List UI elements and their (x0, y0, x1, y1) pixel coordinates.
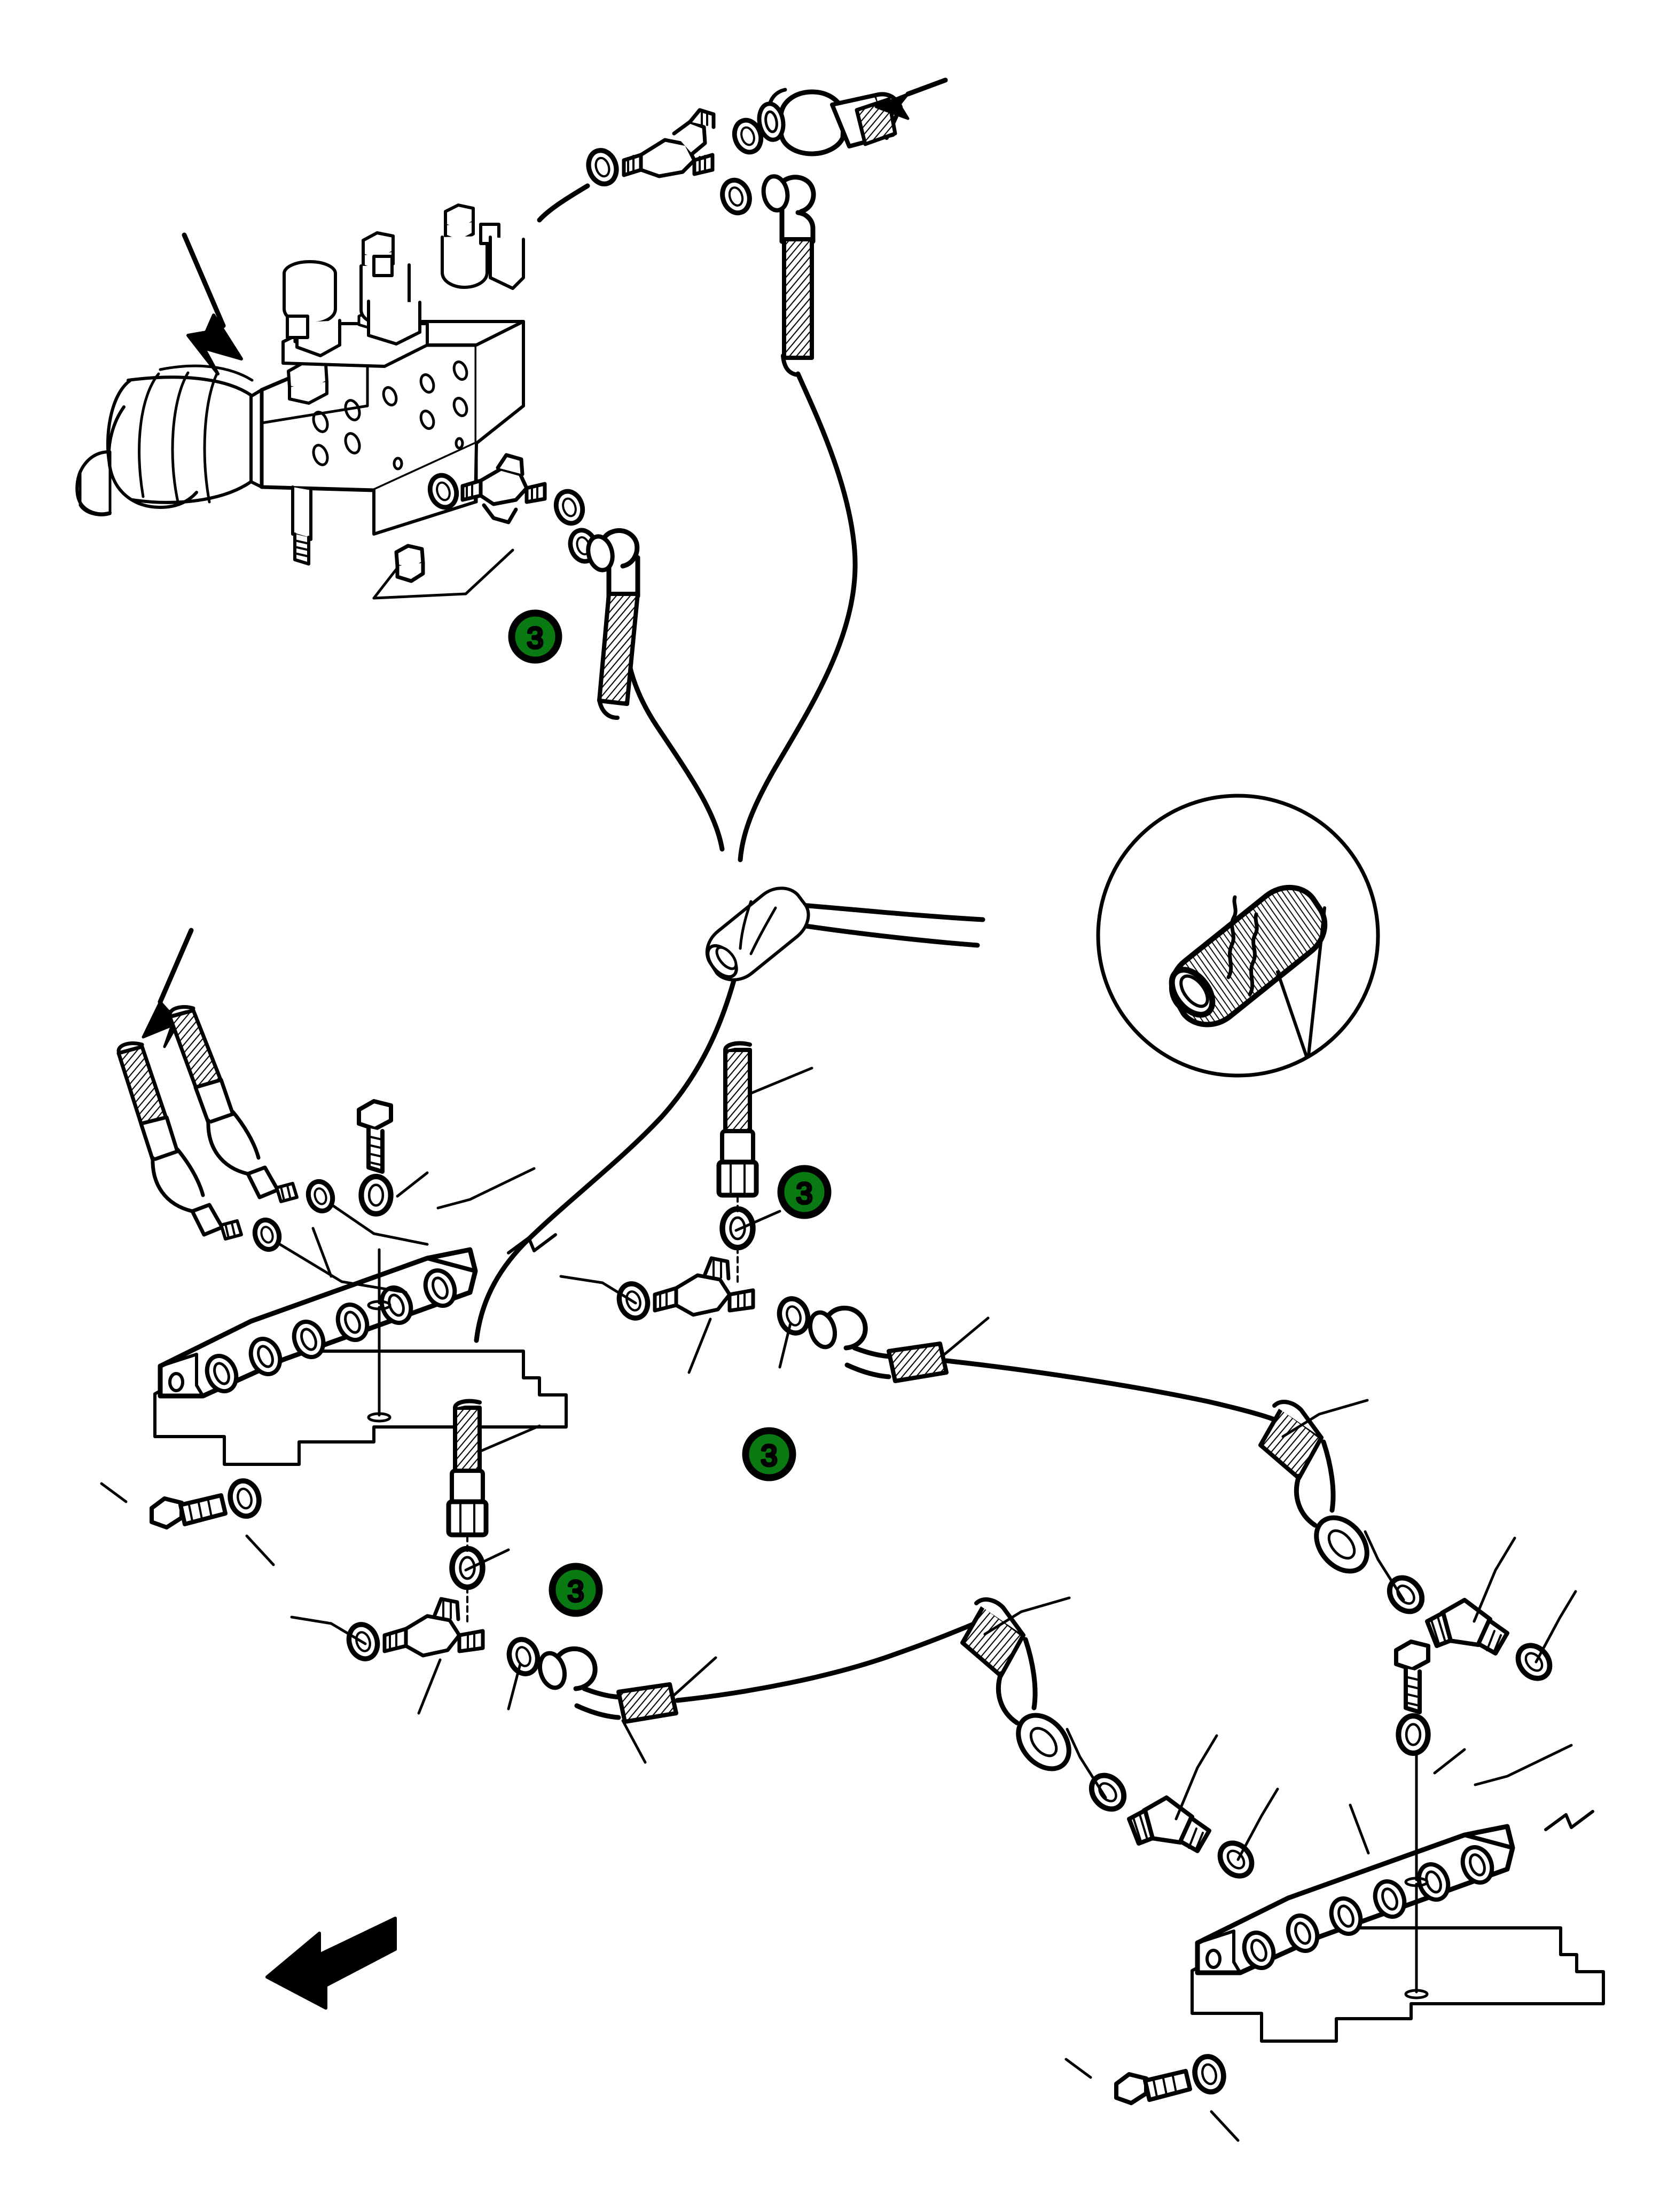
hose-fitting-right-lower (960, 1596, 1279, 1882)
hex-head-bolt (357, 1099, 391, 1214)
hose-sleeve-grommet (706, 887, 810, 982)
callout-3-lower-tee[interactable]: 3 (549, 1563, 603, 1617)
elbow-fitting-valve (586, 528, 640, 599)
machine-direction-arrow (265, 1917, 397, 2010)
callout-markers: 3 3 3 3 (508, 609, 832, 1617)
callout-3-upper-tee[interactable]: 3 (777, 1165, 832, 1219)
manifold-bar-right (1064, 1640, 1605, 2142)
control-valve-block (260, 203, 525, 566)
hex-head-bolt-right (1394, 1640, 1428, 1753)
tee-fitting-upper (559, 1041, 990, 1383)
detail-sleeve (1096, 794, 1380, 1078)
top-tee-assembly (584, 77, 948, 377)
hose-upper-vertical (781, 237, 814, 377)
callout-label: 3 (761, 1439, 777, 1472)
hose-runs-right (675, 1358, 1285, 1703)
manifold-bar-left (100, 1099, 568, 1566)
view-arrow-top-hose (874, 77, 948, 120)
accumulator-boot (75, 364, 263, 516)
callout-3-mid[interactable]: 3 (742, 1427, 796, 1481)
callout-label: 3 (796, 1176, 812, 1210)
hose-fitting-right-upper (1258, 1399, 1577, 1685)
callout-3-valve-block[interactable]: 3 (508, 609, 562, 664)
hose-ends-left (116, 928, 429, 1294)
tee-fitting-lower (290, 1399, 717, 1764)
hex-head-bolt-bottom (150, 1478, 263, 1529)
tee-fitting-valve (372, 453, 640, 720)
hose-valve-down (597, 592, 640, 720)
hex-head-bolt-right-bottom (1114, 2053, 1227, 2105)
hex-plug (394, 544, 425, 583)
callout-label: 3 (527, 621, 543, 655)
callout-label: 3 (567, 1574, 584, 1608)
elbow-fitting-upper (761, 174, 816, 244)
